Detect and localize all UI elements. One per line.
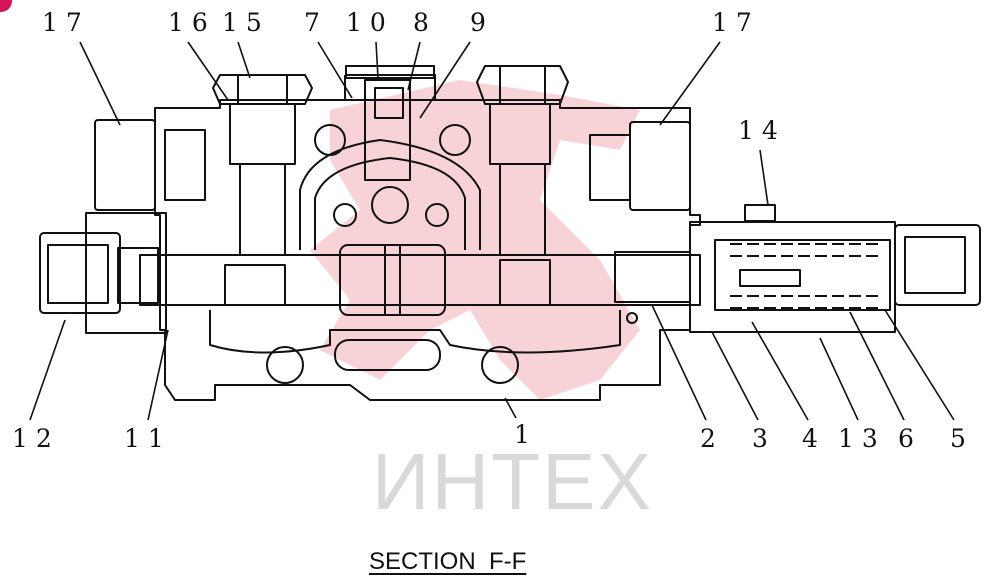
callout-13: 1 3 [838, 424, 878, 453]
callout-9: 9 [470, 8, 486, 37]
nut-right [476, 65, 569, 105]
callout-11: 1 1 [124, 424, 164, 453]
callout-10: 1 0 [346, 8, 386, 37]
callout-15: 1 5 [222, 8, 262, 37]
callout-3: 3 [752, 424, 768, 453]
callout-17-right: 1 7 [712, 8, 752, 37]
spring-housing [689, 221, 896, 333]
callout-8: 8 [413, 8, 429, 37]
valve-body [154, 99, 701, 401]
watermark-text: ИНТЕХ [372, 437, 653, 526]
callout-16: 1 6 [168, 8, 208, 37]
watermark-logo [310, 80, 640, 400]
spool [139, 254, 701, 306]
callout-5: 5 [950, 424, 966, 453]
callout-14: 1 4 [738, 116, 778, 145]
callout-6: 6 [898, 424, 914, 453]
callout-4: 4 [802, 424, 818, 453]
section-title: SECTION F-F [369, 548, 527, 575]
callout-7: 7 [304, 8, 320, 37]
leader-lines [29, 41, 955, 421]
callout-2: 2 [700, 424, 716, 453]
nut-left-15 [212, 74, 313, 105]
right-end-cap [894, 224, 981, 306]
left-end-fitting [39, 232, 121, 314]
callout-1: 1 [514, 420, 530, 449]
callout-12: 1 2 [12, 424, 52, 453]
cap-right-17 [629, 121, 691, 211]
cap-left-17 [94, 119, 156, 211]
callout-17-left: 1 7 [42, 8, 82, 37]
